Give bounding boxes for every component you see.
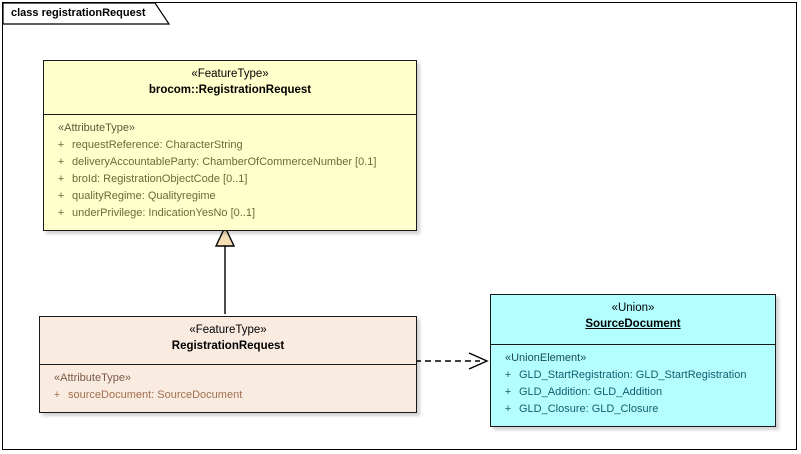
attribute-text: GLD_Addition: GLD_Addition bbox=[519, 386, 663, 398]
compartment-stereotype: «AttributeType» bbox=[58, 122, 136, 134]
frame-tab-shape bbox=[3, 3, 171, 25]
attributes-compartment: «UnionElement» + GLD_StartRegistration: … bbox=[491, 345, 775, 423]
attribute-text: qualityRegime: Qualityregime bbox=[72, 190, 216, 202]
class-header: «FeatureType» RegistrationRequest bbox=[40, 317, 416, 364]
class-name: RegistrationRequest bbox=[171, 340, 285, 352]
attribute-row: + sourceDocument: SourceDocument bbox=[46, 387, 412, 404]
attribute-row: + qualityRegime: Qualityregime bbox=[50, 188, 412, 205]
diagram-title: class registrationRequest bbox=[11, 7, 146, 19]
generalization-connector[interactable] bbox=[214, 225, 236, 314]
attribute-text: GLD_Closure: GLD_Closure bbox=[519, 403, 659, 415]
attribute-row: + deliveryAccountableParty: ChamberOfCom… bbox=[50, 154, 412, 171]
attribute-row: + GLD_StartRegistration: GLD_StartRegist… bbox=[497, 367, 771, 384]
attribute-visibility: + bbox=[504, 403, 512, 415]
attribute-visibility: + bbox=[57, 156, 65, 168]
compartment-divider bbox=[40, 364, 416, 365]
class-stereotype: «FeatureType» bbox=[191, 68, 269, 80]
class-box-registrationrequest[interactable]: «FeatureType» RegistrationRequest «Attri… bbox=[39, 316, 417, 413]
class-box-brocom-registrationrequest[interactable]: «FeatureType» brocom::RegistrationReques… bbox=[43, 60, 417, 231]
attribute-text: GLD_StartRegistration: GLD_StartRegistra… bbox=[519, 369, 747, 381]
compartment-stereotype: «AttributeType» bbox=[54, 372, 132, 384]
compartment-divider bbox=[491, 344, 775, 345]
attribute-text: underPrivilege: IndicationYesNo [0..1] bbox=[72, 207, 256, 219]
attribute-text: broId: RegistrationObjectCode [0..1] bbox=[72, 173, 248, 185]
class-name: SourceDocument bbox=[585, 318, 681, 330]
class-header: «Union» SourceDocument bbox=[491, 295, 775, 344]
attribute-row: + GLD_Addition: GLD_Addition bbox=[497, 384, 771, 401]
class-header: «FeatureType» brocom::RegistrationReques… bbox=[44, 61, 416, 114]
attribute-row: + broId: RegistrationObjectCode [0..1] bbox=[50, 171, 412, 188]
attribute-text: requestReference: CharacterString bbox=[72, 139, 243, 151]
attribute-visibility: + bbox=[57, 139, 65, 151]
attribute-visibility: + bbox=[57, 173, 65, 185]
attribute-visibility: + bbox=[504, 369, 512, 381]
compartment-divider bbox=[44, 114, 416, 115]
attribute-row: + underPrivilege: IndicationYesNo [0..1] bbox=[50, 205, 412, 222]
class-name: brocom::RegistrationRequest bbox=[148, 84, 312, 96]
dependency-connector[interactable] bbox=[415, 352, 489, 370]
class-stereotype: «FeatureType» bbox=[189, 324, 267, 336]
attribute-visibility: + bbox=[57, 190, 65, 202]
attribute-visibility: + bbox=[57, 207, 65, 219]
attribute-text: deliveryAccountableParty: ChamberOfComme… bbox=[72, 156, 377, 168]
diagram-frame: class registrationRequest «FeatureType» … bbox=[2, 2, 797, 450]
class-box-sourcedocument[interactable]: «Union» SourceDocument «UnionElement» + … bbox=[490, 294, 776, 427]
attribute-text: sourceDocument: SourceDocument bbox=[68, 389, 243, 401]
attributes-compartment: «AttributeType» + sourceDocument: Source… bbox=[40, 365, 416, 409]
attribute-visibility: + bbox=[53, 389, 61, 401]
compartment-stereotype: «UnionElement» bbox=[505, 352, 587, 364]
attribute-row: + requestReference: CharacterString bbox=[50, 137, 412, 154]
attribute-row: + GLD_Closure: GLD_Closure bbox=[497, 401, 771, 418]
class-stereotype: «Union» bbox=[611, 302, 655, 314]
attributes-compartment: «AttributeType» + requestReference: Char… bbox=[44, 115, 416, 227]
attribute-visibility: + bbox=[504, 386, 512, 398]
